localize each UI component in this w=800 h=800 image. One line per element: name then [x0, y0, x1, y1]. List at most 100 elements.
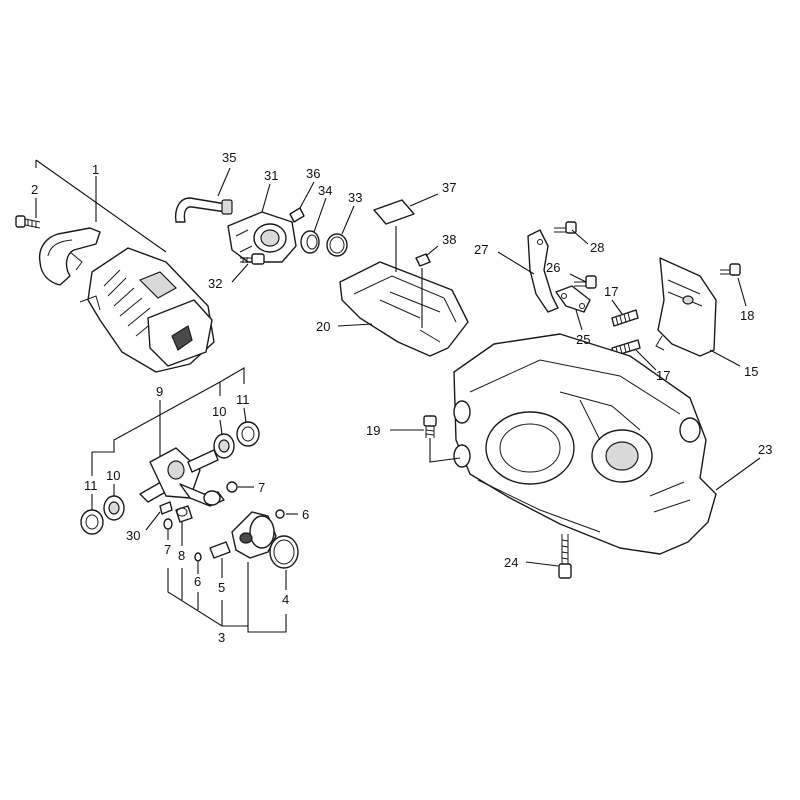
crankshaft-part-9 [139, 447, 219, 503]
leader-38 [425, 245, 439, 257]
callout-10-upper: 10 [212, 404, 226, 419]
callout-11-lower: 11 [84, 478, 98, 493]
cylinder-part [79, 247, 215, 373]
link-part-25 [555, 285, 591, 313]
key-part-30 [159, 501, 173, 515]
connecting-rod-part [179, 483, 225, 507]
leader-28 [571, 229, 589, 245]
leader-17-lower [635, 349, 657, 371]
leader-15 [709, 349, 741, 367]
leader-17-upper [611, 299, 623, 315]
callout-20: 20 [316, 319, 330, 334]
callout-38: 38 [442, 232, 456, 247]
leader-32 [231, 263, 249, 283]
callout-3: 3 [218, 630, 225, 645]
clip-part-6-lower [194, 552, 202, 562]
leader-37 [409, 193, 439, 207]
clip-part-36 [289, 207, 305, 223]
leader-27 [497, 251, 535, 275]
screw-part-2 [15, 215, 41, 229]
leader-18 [737, 277, 747, 307]
callout-28: 28 [590, 240, 604, 255]
callout-5: 5 [218, 580, 225, 595]
callout-37: 37 [442, 180, 456, 195]
leader-3-bracket [167, 562, 287, 633]
callout-36: 36 [306, 166, 320, 181]
callout-11-upper: 11 [236, 392, 250, 407]
callout-23: 23 [758, 442, 772, 457]
hose-part-35 [174, 197, 233, 223]
piston-part-3 [231, 511, 277, 559]
cover-plate-part-20 [339, 261, 469, 357]
leader-11-upper [243, 407, 247, 423]
leader-1-bracket [35, 159, 167, 253]
piston-pin-part-5 [209, 541, 231, 559]
callout-35: 35 [222, 150, 236, 165]
callout-32: 32 [208, 276, 222, 291]
bearing-part-10-upper [213, 433, 235, 459]
leader-31 [261, 183, 271, 213]
screw-part-24 [558, 534, 572, 579]
callout-2: 2 [31, 182, 38, 197]
crankcase-part-23 [453, 333, 717, 555]
stud-part-17-upper [611, 309, 639, 327]
callout-labels: 1 2 3 4 5 6 6 7 7 8 9 10 10 11 11 15 17 … [31, 150, 772, 645]
leader-lines [35, 159, 761, 633]
callout-34: 34 [318, 183, 332, 198]
screw-part-32 [240, 253, 265, 265]
o-ring-part-33 [326, 233, 348, 257]
label-part-37 [373, 199, 415, 225]
callout-18: 18 [740, 308, 754, 323]
screw-part-28 [554, 221, 577, 234]
callout-17-upper: 17 [604, 284, 618, 299]
circlip-part-7-lower [163, 518, 173, 530]
leader-33 [341, 205, 355, 235]
callout-1: 1 [92, 162, 99, 177]
bearing-part-10-lower [103, 495, 125, 521]
piston-ring-part-4 [269, 535, 299, 569]
leader-9-bracket [91, 367, 245, 476]
callout-10-lower: 10 [106, 468, 120, 483]
seal-part-11-lower [80, 509, 104, 535]
part-drawings [15, 197, 741, 579]
callout-6-lower: 6 [194, 574, 201, 589]
leader-19 [390, 429, 461, 463]
label-part-38 [415, 253, 431, 267]
callout-17-lower: 17 [656, 368, 670, 383]
callout-30: 30 [126, 528, 140, 543]
leader-30 [145, 511, 161, 531]
leader-36 [299, 181, 315, 209]
leader-10-upper [219, 419, 223, 435]
callout-15: 15 [744, 364, 758, 379]
callout-6-upper: 6 [302, 507, 309, 522]
callout-7-upper: 7 [258, 480, 265, 495]
leader-20 [337, 323, 373, 327]
intake-manifold-part-31 [227, 211, 297, 263]
callout-8: 8 [178, 548, 185, 563]
cylinder-cover-part-1 [38, 227, 101, 286]
leader-23 [715, 457, 761, 491]
circlip-part-7-upper [226, 481, 238, 493]
callout-27: 27 [474, 242, 488, 257]
callout-9: 9 [156, 384, 163, 399]
callout-25: 25 [576, 332, 590, 347]
callout-4: 4 [282, 592, 289, 607]
callout-26: 26 [546, 260, 560, 275]
seal-part-11-upper [236, 421, 260, 447]
needle-bearing-part-8 [175, 505, 193, 523]
guard-part-15 [655, 257, 717, 357]
callout-33: 33 [348, 190, 362, 205]
leader-25 [575, 309, 583, 331]
callout-24: 24 [504, 555, 518, 570]
screw-part-19 [423, 415, 437, 438]
callout-31: 31 [264, 168, 278, 183]
leader-26 [569, 273, 587, 283]
bracket-part-27 [527, 229, 559, 313]
callout-19: 19 [366, 423, 380, 438]
leader-35 [217, 167, 231, 197]
screw-part-18 [720, 263, 741, 276]
ring-part-34 [300, 230, 320, 254]
leader-24 [525, 561, 559, 567]
leader-34 [313, 197, 327, 233]
